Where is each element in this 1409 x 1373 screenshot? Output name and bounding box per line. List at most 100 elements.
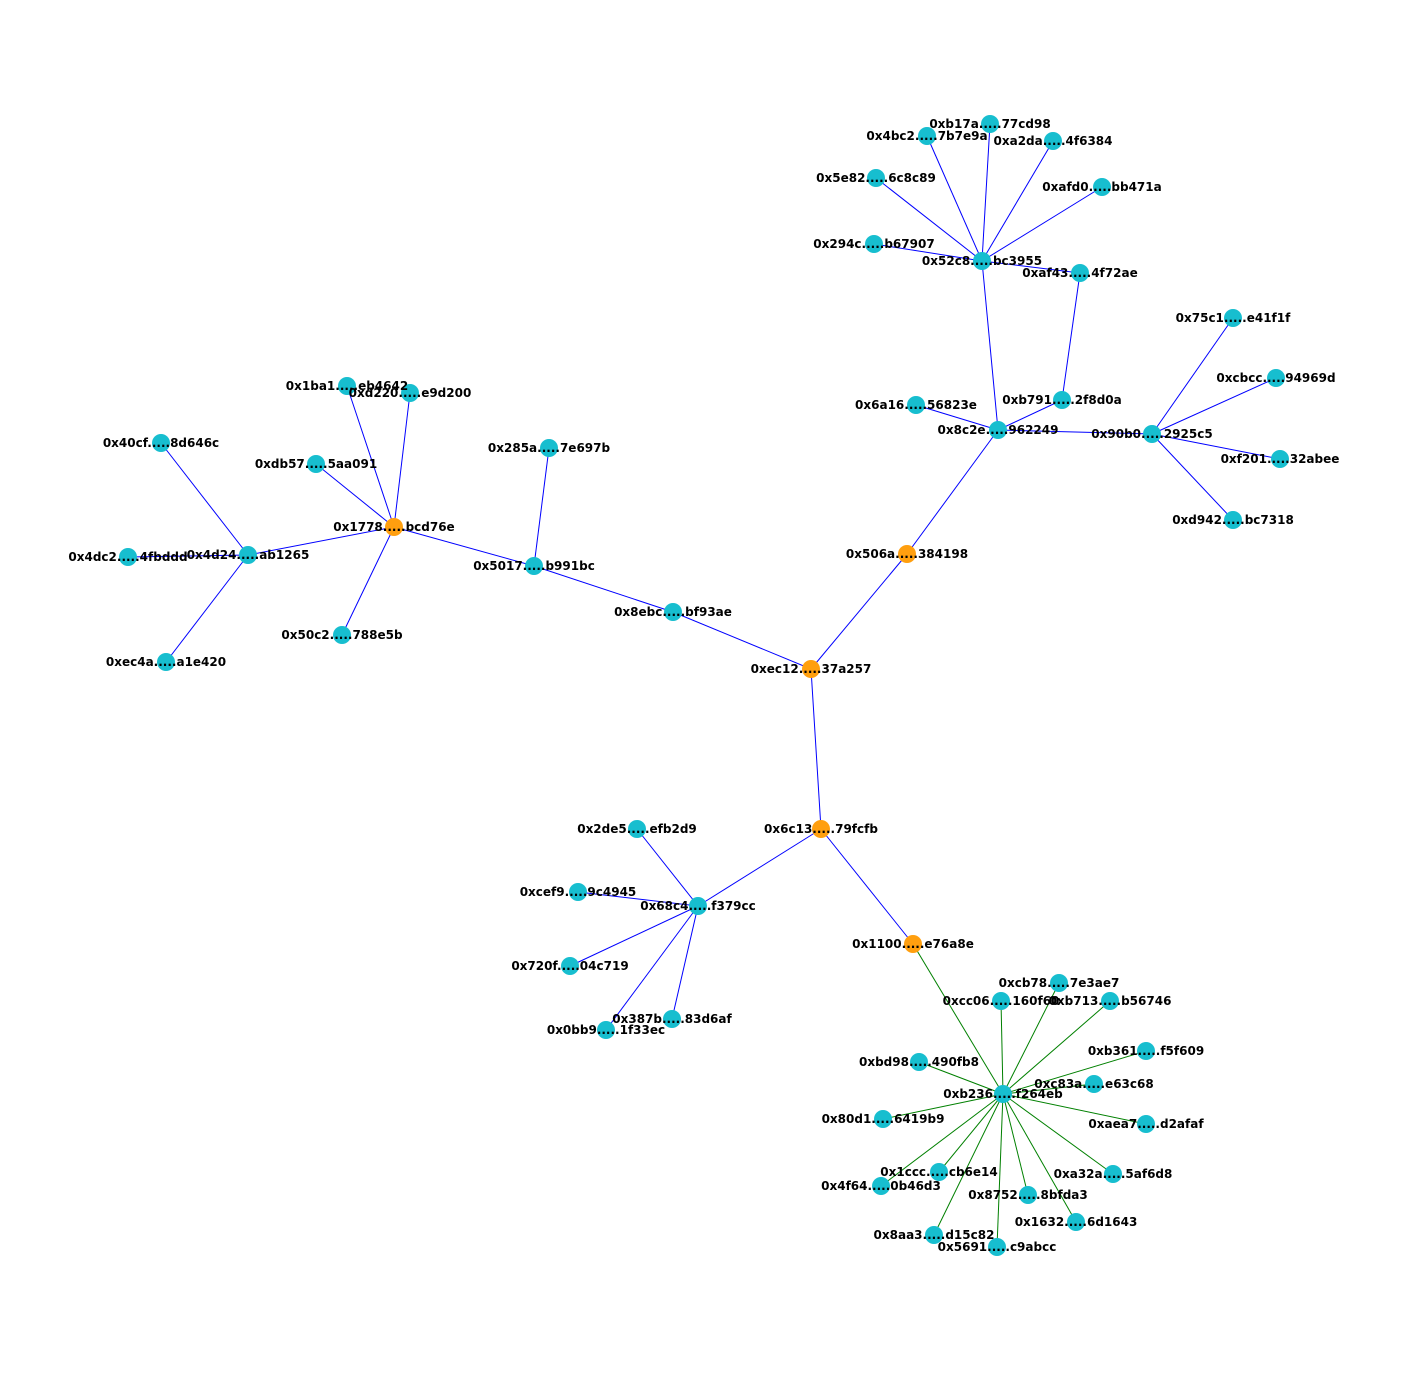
node-0x2de5[interactable]: [628, 820, 646, 838]
node-label-0xaf43: 0xaf43.....4f72ae: [1022, 266, 1137, 280]
node-label-0x6c13: 0x6c13.....79fcfb: [764, 822, 878, 836]
node-0xd942[interactable]: [1224, 511, 1242, 529]
node-0x1100[interactable]: [904, 935, 922, 953]
node-label-0xb236: 0xb236.....f264eb: [943, 1087, 1063, 1101]
node-0x5e82[interactable]: [867, 169, 885, 187]
node-0xb17a[interactable]: [981, 115, 999, 133]
node-label-0x506a: 0x506a.....384198: [846, 547, 968, 561]
node-0xa32a[interactable]: [1104, 1165, 1122, 1183]
node-0x5691[interactable]: [988, 1238, 1006, 1256]
node-0xb713[interactable]: [1101, 992, 1119, 1010]
node-0x75c1[interactable]: [1224, 309, 1242, 327]
node-label-0x4dc2: 0x4dc2.....4fbddd: [68, 550, 187, 564]
node-0x4bc2[interactable]: [918, 127, 936, 145]
node-0x8ebc[interactable]: [664, 603, 682, 621]
node-label-0xa32a: 0xa32a.....5af6d8: [1054, 1167, 1173, 1181]
node-0x8c2e[interactable]: [989, 421, 1007, 439]
node-0xaf43[interactable]: [1071, 264, 1089, 282]
node-0x285a[interactable]: [540, 439, 558, 457]
node-0x6a16[interactable]: [907, 396, 925, 414]
edge-0xb236-0x5691: [996, 1093, 1004, 1248]
node-0xafd0[interactable]: [1093, 178, 1111, 196]
node-label-0xd942: 0xd942.....bc7318: [1172, 513, 1294, 527]
node-0x52c8[interactable]: [973, 252, 991, 270]
node-0x720f[interactable]: [561, 957, 579, 975]
node-0xb791[interactable]: [1053, 391, 1071, 409]
node-0xcbcc[interactable]: [1267, 369, 1285, 387]
node-0xcb78[interactable]: [1050, 974, 1068, 992]
edge-0x4d24-0xec4a: [165, 554, 249, 663]
node-0x0bb9[interactable]: [597, 1021, 615, 1039]
node-0xbd98[interactable]: [910, 1053, 928, 1071]
node-label-0x5691: 0x5691.....c9abcc: [938, 1240, 1057, 1254]
edge-0x1778-0x4d24: [247, 526, 395, 556]
node-0x5017[interactable]: [525, 557, 543, 575]
edge-0x52c8-0x8c2e: [981, 260, 999, 431]
node-0x1632[interactable]: [1067, 1213, 1085, 1231]
edge-0x5017-0x8ebc: [533, 565, 674, 613]
node-label-0x8aa3: 0x8aa3.....d15c82: [874, 1228, 995, 1242]
node-0x40cf[interactable]: [152, 434, 170, 452]
node-label-0x2de5: 0x2de5.....efb2d9: [577, 822, 697, 836]
node-label-0x294c: 0x294c.....b67907: [813, 237, 934, 251]
node-0x1ba1[interactable]: [338, 377, 356, 395]
edge-0xb236-0x8752: [1002, 1093, 1029, 1196]
node-0x6c13[interactable]: [812, 820, 830, 838]
node-label-0x80d1: 0x80d1.....6419b9: [822, 1112, 945, 1126]
node-0x387b[interactable]: [663, 1010, 681, 1028]
nodes-layer: [119, 115, 1289, 1256]
edge-0x6a16-0x8c2e: [915, 404, 999, 431]
node-0x8752[interactable]: [1019, 1186, 1037, 1204]
node-label-0x1778: 0x1778.....bcd76e: [333, 520, 454, 534]
node-label-0x75c1: 0x75c1.....e41f1f: [1176, 311, 1291, 325]
node-0xb236[interactable]: [994, 1085, 1012, 1103]
edge-0x8c2e-0x506a: [906, 429, 999, 555]
edge-0x506a-0xec12: [810, 553, 908, 670]
node-0xc83a[interactable]: [1085, 1075, 1103, 1093]
edge-0x5017-0x285a: [533, 447, 550, 567]
node-0xa2da[interactable]: [1044, 132, 1062, 150]
node-0x80d1[interactable]: [874, 1110, 892, 1128]
node-0x68c4[interactable]: [689, 897, 707, 915]
edge-0xb236-0xb361: [1002, 1050, 1147, 1095]
node-0x4d24[interactable]: [239, 546, 257, 564]
edge-0x68c4-0xcef9: [577, 891, 699, 907]
node-label-0x285a: 0x285a.....7e697b: [488, 441, 611, 455]
edge-0xb236-0x4f64: [880, 1093, 1004, 1187]
node-0x1778[interactable]: [385, 518, 403, 536]
node-0x1ccc[interactable]: [930, 1163, 948, 1181]
node-label-0x1100: 0x1100.....e76a8e: [852, 937, 974, 951]
node-0xdb57[interactable]: [307, 455, 325, 473]
node-0xd220[interactable]: [401, 384, 419, 402]
node-label-0x8752: 0x8752.....8bfda3: [968, 1188, 1087, 1202]
node-0x506a[interactable]: [898, 545, 916, 563]
edge-0x1778-0xd220: [393, 392, 411, 528]
node-label-0x4d24: 0x4d24.....ab1265: [187, 548, 310, 562]
node-0x4dc2[interactable]: [119, 548, 137, 566]
edge-0x52c8-0x4bc2: [926, 135, 983, 262]
node-0x4f64[interactable]: [872, 1177, 890, 1195]
node-label-0xec4a: 0xec4a.....a1e420: [106, 655, 226, 669]
node-0xf201[interactable]: [1271, 450, 1289, 468]
node-0xec12[interactable]: [802, 660, 820, 678]
edge-0x4d24-0x40cf: [160, 442, 249, 556]
edge-0x1778-0x50c2: [341, 526, 395, 636]
node-0x294c[interactable]: [865, 235, 883, 253]
node-label-0xcb78: 0xcb78.....7e3ae7: [999, 976, 1120, 990]
node-0x8aa3[interactable]: [925, 1226, 943, 1244]
node-label-0x8c2e: 0x8c2e.....962249: [938, 423, 1059, 437]
node-label-0x1632: 0x1632.....6d1643: [1015, 1215, 1138, 1229]
node-0x50c2[interactable]: [333, 626, 351, 644]
node-0xaea7[interactable]: [1137, 1115, 1155, 1133]
node-0x90b0[interactable]: [1143, 425, 1161, 443]
node-0xb361[interactable]: [1137, 1042, 1155, 1060]
node-label-0xa2da: 0xa2da.....4f6384: [994, 134, 1113, 148]
node-0xcc06[interactable]: [992, 992, 1010, 1010]
node-0xcef9[interactable]: [569, 883, 587, 901]
edge-0x68c4-0x0bb9: [605, 905, 699, 1031]
node-0xec4a[interactable]: [157, 653, 175, 671]
edge-0x1100-0xb236: [912, 943, 1004, 1095]
edge-0xb236-0xcc06: [1000, 1000, 1004, 1095]
node-label-0x6a16: 0x6a16.....56823e: [855, 398, 977, 412]
edge-0x1778-0xdb57: [315, 463, 395, 528]
